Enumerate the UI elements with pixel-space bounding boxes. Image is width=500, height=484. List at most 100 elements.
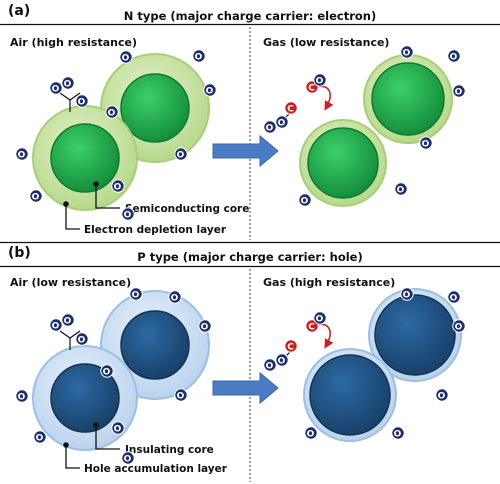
svg-text:O: O xyxy=(397,186,405,196)
oxygen-ion-icon: O- xyxy=(15,147,29,161)
svg-text:-: - xyxy=(122,180,125,187)
svg-text:O: O xyxy=(403,49,411,59)
svg-text:O: O xyxy=(52,322,60,332)
svg-text:O: O xyxy=(278,119,286,129)
svg-text:O: O xyxy=(78,98,86,108)
svg-text:O: O xyxy=(201,323,209,333)
svg-text:O: O xyxy=(450,294,458,304)
svg-text:-: - xyxy=(179,291,182,298)
panel-a-left-label: Air (high resistance) xyxy=(10,36,137,49)
svg-text:C: C xyxy=(287,105,294,115)
svg-text:O: O xyxy=(450,53,458,63)
svg-text:O: O xyxy=(455,323,463,333)
svg-text:O: O xyxy=(103,368,111,378)
panel-b-label: (b) xyxy=(8,245,31,261)
panel-a-title: N type (major charge carrier: electron) xyxy=(123,9,377,23)
svg-text:O: O xyxy=(195,53,203,63)
oxygen-ion-icon: O xyxy=(275,115,289,129)
svg-text:-: - xyxy=(185,389,188,396)
svg-text:-: - xyxy=(116,106,119,113)
panel-b-core-dot xyxy=(93,422,99,428)
svg-text:O: O xyxy=(114,425,122,435)
svg-text:-: - xyxy=(209,320,212,327)
oxygen-ion-icon: O- xyxy=(298,193,312,207)
panel-b-right-label: Gas (high resistance) xyxy=(263,276,396,289)
panel-a-core-annotation: Semiconducting core xyxy=(125,203,250,215)
oxygen-molecule-icon: O xyxy=(75,332,89,346)
svg-text:-: - xyxy=(309,194,312,201)
svg-text:-: - xyxy=(132,452,135,459)
svg-text:O: O xyxy=(64,80,72,90)
panel-a-label: (a) xyxy=(8,3,31,19)
oxygen-ion-icon: O- xyxy=(447,290,461,304)
svg-text:O: O xyxy=(307,430,315,440)
svg-text:-: - xyxy=(446,389,449,396)
oxygen-ion-icon: O- xyxy=(119,50,133,64)
svg-text:-: - xyxy=(111,365,114,372)
oxygen-ion-icon: O- xyxy=(168,290,182,304)
svg-text:-: - xyxy=(26,390,29,397)
panel-a-layer-leader xyxy=(65,204,80,230)
oxygen-ion-icon: O- xyxy=(174,147,188,161)
panel-a-layer-dot xyxy=(63,201,69,207)
panel-a-co-reaction-arrow xyxy=(316,85,334,111)
oxygen-ion-icon: O- xyxy=(29,189,43,203)
svg-text:-: - xyxy=(402,427,405,434)
svg-text:O: O xyxy=(78,336,86,346)
svg-text:O: O xyxy=(18,151,26,161)
panel-b-core-annotation: Insulating core xyxy=(125,444,214,456)
svg-text:O: O xyxy=(266,124,274,134)
oxygen-ion-icon: O- xyxy=(400,287,414,301)
svg-text:O: O xyxy=(52,85,60,95)
oxygen-ion-icon: O xyxy=(263,120,277,134)
panel-b-layer-leader xyxy=(65,445,80,469)
svg-text:O: O xyxy=(36,434,44,444)
svg-text:-: - xyxy=(463,85,466,92)
panel-b-process-arrow xyxy=(212,371,279,405)
panel-a-core-dot xyxy=(93,181,99,187)
svg-text:C: C xyxy=(308,323,315,333)
svg-text:-: - xyxy=(463,320,466,327)
panel-b-layer-annotation: Hole accumulation layer xyxy=(84,463,227,475)
oxygen-ion-icon: O- xyxy=(105,105,119,119)
oxygen-ion-icon: O xyxy=(263,358,277,372)
panel-b-right-particles xyxy=(303,288,462,442)
oxygen-molecule-icon: O xyxy=(75,94,89,108)
svg-text:O: O xyxy=(64,317,72,327)
panel-a-layer-annotation: Electron depletion layer xyxy=(84,224,227,236)
svg-text:O: O xyxy=(438,392,446,402)
svg-text:O: O xyxy=(122,54,130,64)
svg-text:O: O xyxy=(132,291,140,301)
panel-b-title: P type (major charge carrier: hole) xyxy=(137,250,363,264)
oxygen-ion-icon: O- xyxy=(192,49,206,63)
svg-text:-: - xyxy=(185,148,188,155)
svg-text:O: O xyxy=(114,183,122,193)
oxygen-ion-icon: O- xyxy=(121,451,135,465)
svg-text:O: O xyxy=(266,362,274,372)
oxygen-ion-icon: O xyxy=(275,353,289,367)
oxygen-ion-icon: O- xyxy=(111,179,125,193)
svg-text:O: O xyxy=(206,87,214,97)
svg-text:O: O xyxy=(124,455,132,465)
svg-text:O: O xyxy=(316,77,324,87)
oxygen-ion-icon: O- xyxy=(203,83,217,97)
svg-text:-: - xyxy=(405,183,408,190)
oxygen-molecule-icon: O xyxy=(61,76,75,90)
panel-b-core-leader xyxy=(95,425,120,450)
oxygen-ion-icon: O- xyxy=(33,430,47,444)
svg-text:O: O xyxy=(177,392,185,402)
panel-b-layer-dot xyxy=(63,442,69,448)
svg-text:-: - xyxy=(315,427,318,434)
svg-text:-: - xyxy=(430,137,433,144)
oxygen-ion-icon: O- xyxy=(435,388,449,402)
panel-a-process-arrow xyxy=(212,134,279,168)
panel-a-left-particles xyxy=(32,53,210,211)
oxygen-ion-icon: O- xyxy=(391,426,405,440)
svg-text:O: O xyxy=(316,315,324,325)
oxygen-ion-icon: O- xyxy=(100,364,114,378)
oxygen-ion-icon: O- xyxy=(447,49,461,63)
svg-text:C: C xyxy=(308,84,315,94)
oxygen-ion-icon: O xyxy=(313,311,327,325)
svg-text:C: C xyxy=(287,343,294,353)
